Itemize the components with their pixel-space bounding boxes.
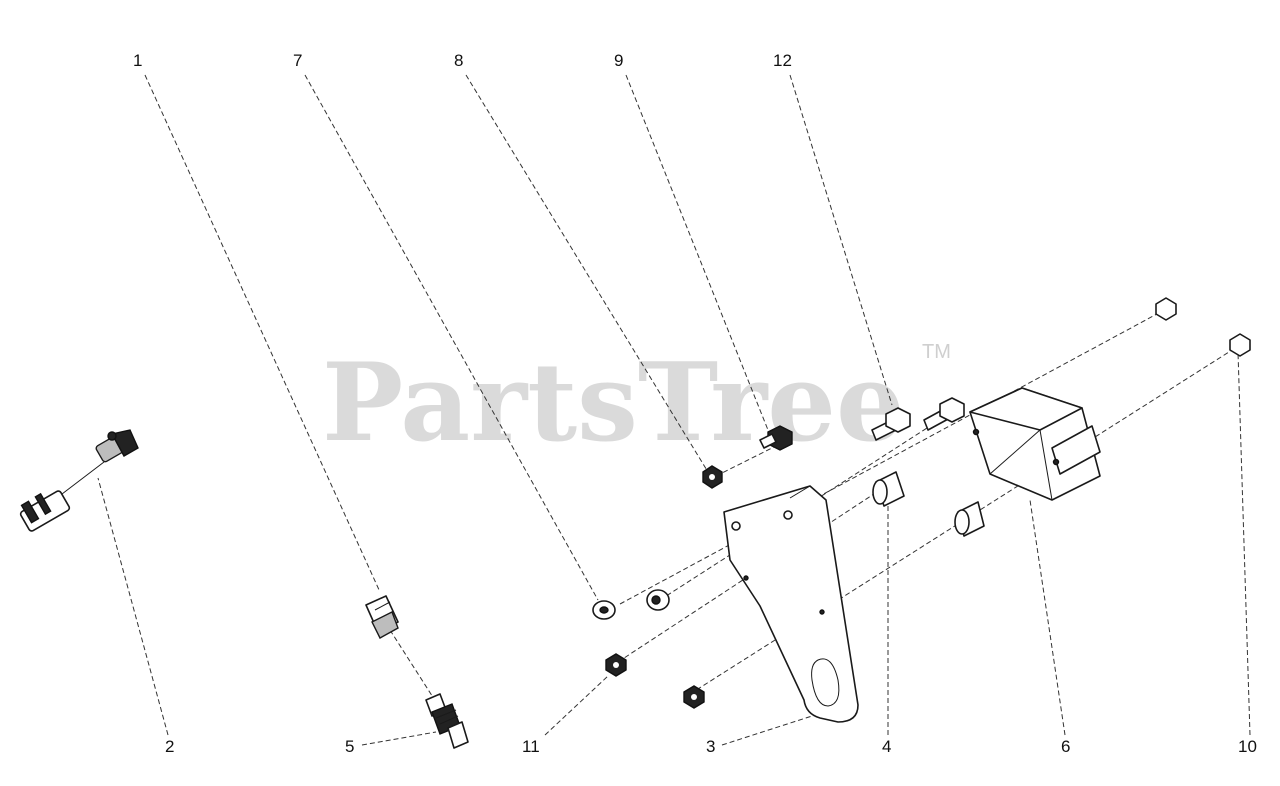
callout-10: 10 [1238, 737, 1257, 756]
part-11-nut [605, 653, 627, 677]
callout-11: 11 [522, 737, 540, 756]
part-nut-lower [683, 685, 705, 709]
leader-12 [789, 74, 893, 406]
part-4-isolators [872, 471, 985, 537]
leader-10 [1237, 351, 1251, 736]
leader-5 [361, 731, 437, 746]
part-7-washer [592, 600, 616, 620]
leader-1 [144, 74, 381, 593]
part-1-fitting [365, 595, 399, 639]
part-bolt-top-right [1155, 297, 1177, 321]
callout-8: 8 [454, 51, 463, 70]
watermark: PartsTree TM [322, 340, 951, 466]
part-12-bolt [871, 397, 965, 441]
leader-7 [304, 74, 599, 601]
part-6-module [969, 387, 1101, 501]
part-2-sensor [19, 429, 139, 532]
part-8-nut [702, 465, 723, 489]
watermark-brand: PartsTree [322, 340, 905, 466]
leader-2 [97, 477, 169, 736]
callout-6: 6 [1061, 737, 1070, 756]
callout-9: 9 [614, 51, 623, 70]
callout-1: 1 [133, 51, 142, 70]
assembly-line-fitting [389, 629, 437, 703]
callout-7: 7 [293, 51, 302, 70]
callout-labels: 1 7 8 9 12 2 5 11 3 4 6 10 [133, 51, 1257, 756]
part-spacer [646, 589, 670, 611]
callout-12: 12 [773, 51, 792, 70]
leader-11 [544, 675, 609, 736]
leader-6 [1029, 499, 1066, 736]
part-5-threaded-fitting [425, 693, 469, 749]
part-10-bolt [1229, 333, 1251, 357]
callout-3: 3 [706, 737, 715, 756]
assembly-line-spacer [659, 409, 956, 601]
callout-2: 2 [165, 737, 174, 756]
callout-5: 5 [345, 737, 354, 756]
callout-4: 4 [882, 737, 891, 756]
part-9-bolt [759, 425, 793, 451]
watermark-trademark: TM [922, 341, 951, 363]
leader-8 [465, 74, 709, 473]
part-3-bracket [723, 485, 859, 723]
leader-3 [721, 715, 813, 746]
